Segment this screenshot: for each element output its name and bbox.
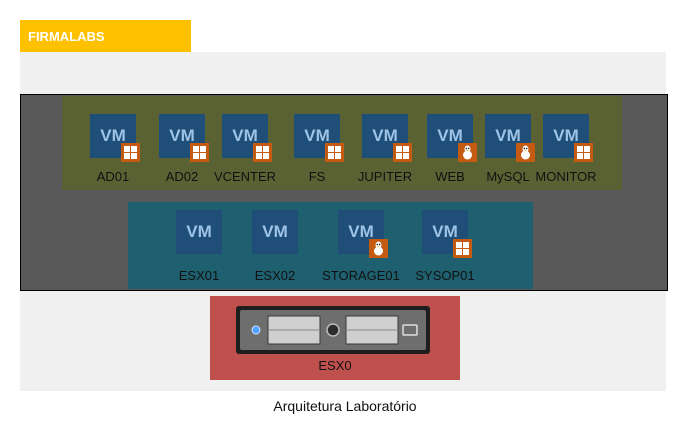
windows-icon [325,143,344,162]
esx-host-label: ESX0 [318,358,352,373]
linux-icon [458,143,477,162]
vm-label: STORAGE01 [322,268,400,283]
vm-label: SYSOP01 [415,268,475,283]
vm-badge: VM [294,114,340,158]
vm-label: AD02 [165,169,199,184]
linux-icon [516,143,535,162]
windows-icon [453,239,472,258]
vm-label: MONITOR [535,169,597,184]
windows-icon [574,143,593,162]
vm-label: ESX02 [254,268,296,283]
vm-badge: VM [176,210,222,254]
firmalabs-badge: FIRMALABS [20,20,191,55]
windows-icon [190,143,209,162]
windows-icon [393,143,412,162]
vm-label: AD01 [96,169,130,184]
vm-label: JUPITER [357,169,413,184]
vm-label: MySQL [486,169,530,184]
vm-badge: VM [252,210,298,254]
vm-label: ESX01 [178,268,220,283]
vm-label: FS [308,169,326,184]
vm-badge: VM [543,114,589,158]
server-details [251,315,418,345]
windows-icon [121,143,140,162]
vm-label: VCENTER [213,169,277,184]
server-rack-icon [236,306,430,354]
vm-badge: VM [159,114,205,158]
diagram-caption: Arquitetura Laboratório [273,398,417,414]
server-front-panel [240,310,426,350]
linux-icon [369,239,388,258]
windows-icon [253,143,272,162]
vm-label: WEB [435,169,465,184]
